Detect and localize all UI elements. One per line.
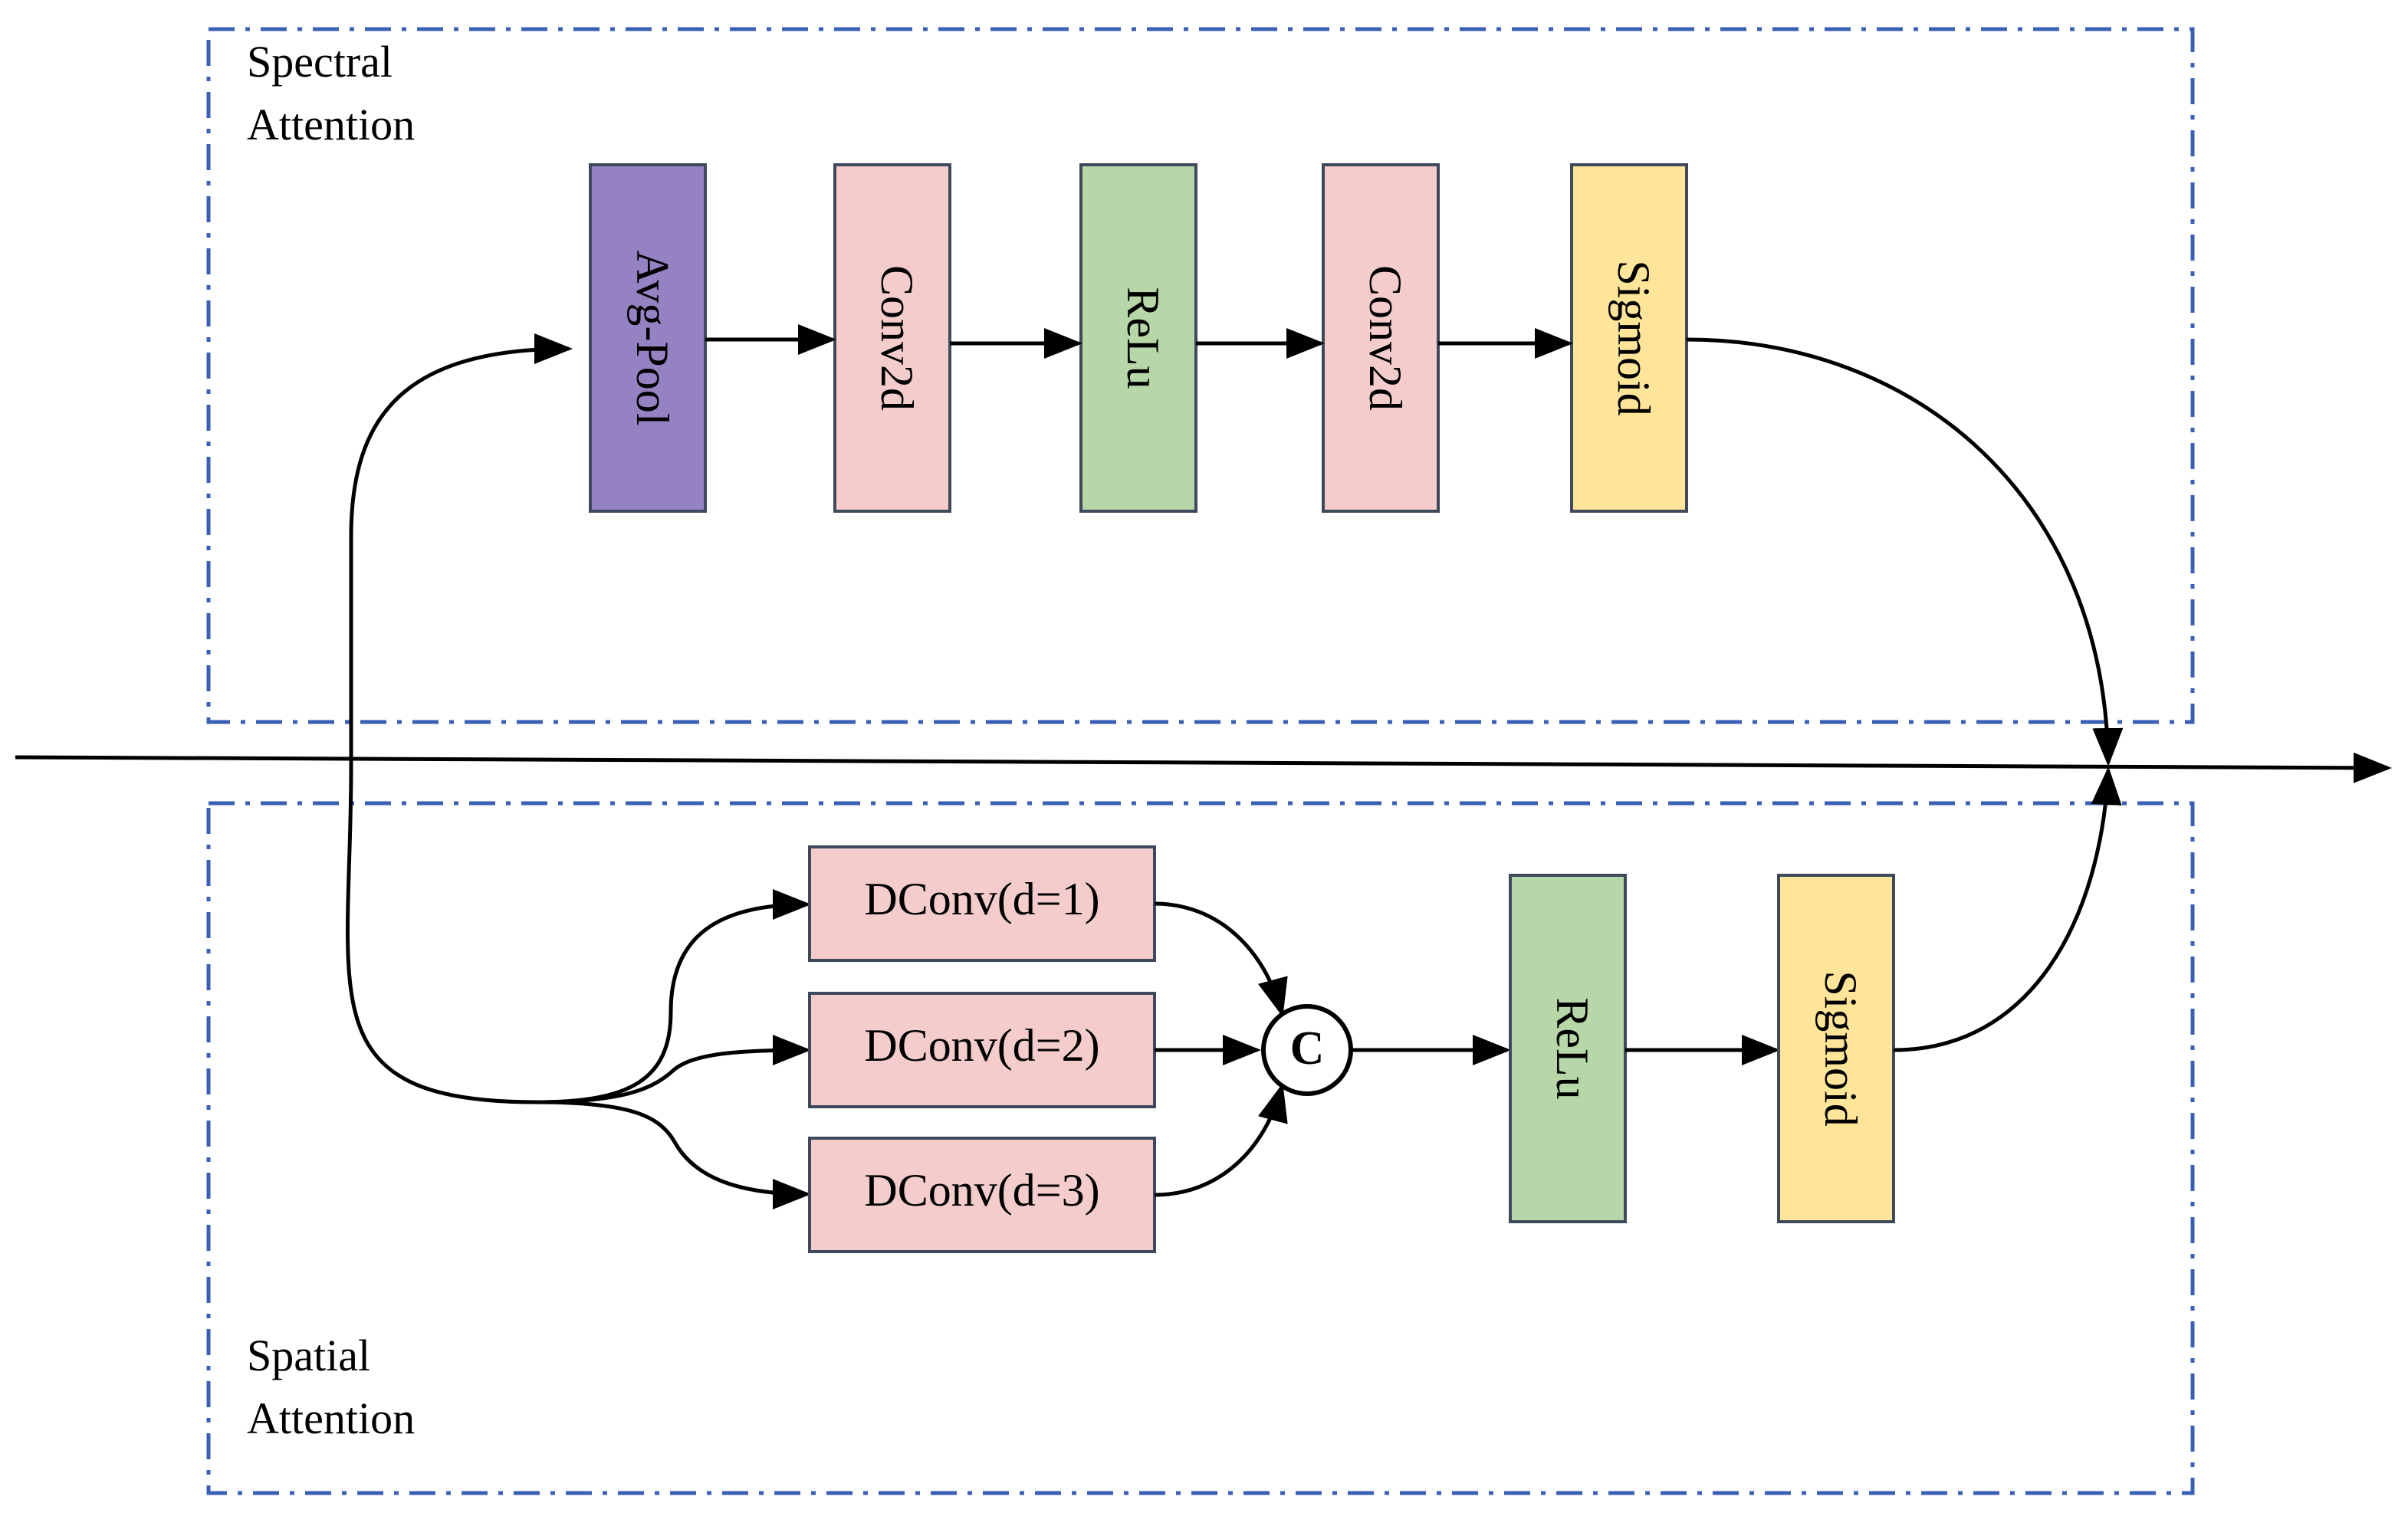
avg-pool-label: Avg-Pool	[627, 251, 678, 426]
dconv-d1-label: DConv(d=1)	[864, 874, 1099, 924]
relu-label-spatial: ReLu	[1547, 997, 1598, 1099]
sigmoid-label-spectral: Sigmoid	[1608, 260, 1659, 415]
conv2d-label-1: Conv2d	[872, 265, 922, 411]
spatial-label-line2: Attention	[247, 1393, 415, 1443]
spectral-label-line1: Spectral	[247, 37, 393, 87]
arrow-sigmoid-to-main	[1686, 337, 2124, 766]
spatial-attention-label: Spatial Attention	[247, 1331, 415, 1443]
sigmoid-label-spatial: Sigmoid	[1815, 970, 1866, 1126]
arrow-dconv3-to-concat	[1154, 1083, 1288, 1197]
conv2d-label-2: Conv2d	[1360, 265, 1411, 411]
arrow-split-to-dconv2	[536, 1035, 811, 1104]
concat-label: C	[1290, 1022, 1325, 1075]
conv2d-block-2	[1322, 163, 1440, 513]
spectral-input-arrow	[345, 333, 573, 1104]
spectral-attention-label: Spectral Attention	[247, 37, 415, 149]
spectral-attention-region	[206, 27, 2195, 724]
dconv-d3-block	[808, 1137, 1156, 1253]
main-flow-arrow	[15, 752, 2392, 783]
avg-pool-block	[589, 163, 707, 513]
dconv-d2-block	[808, 992, 1156, 1108]
dconv-d2-label: DConv(d=2)	[864, 1020, 1099, 1071]
arrow-split-to-dconv1	[536, 889, 811, 1104]
sigmoid-block-spatial	[1777, 874, 1895, 1223]
spatial-attention-region	[206, 801, 2195, 1495]
relu-label-spectral: ReLu	[1118, 287, 1168, 389]
arrow-split-to-dconv3	[536, 1100, 811, 1209]
conv2d-block-1	[833, 163, 951, 513]
dconv-d1-block	[808, 845, 1156, 962]
arrow-sigmoid-spatial-to-main	[1893, 766, 2122, 1052]
arrow-dconv1-to-concat	[1154, 901, 1288, 1017]
spectral-label-line2: Attention	[247, 100, 415, 149]
dconv-d3-label: DConv(d=3)	[864, 1165, 1099, 1216]
spatial-label-line1: Spatial	[247, 1331, 370, 1380]
relu-block-spatial	[1509, 874, 1627, 1223]
